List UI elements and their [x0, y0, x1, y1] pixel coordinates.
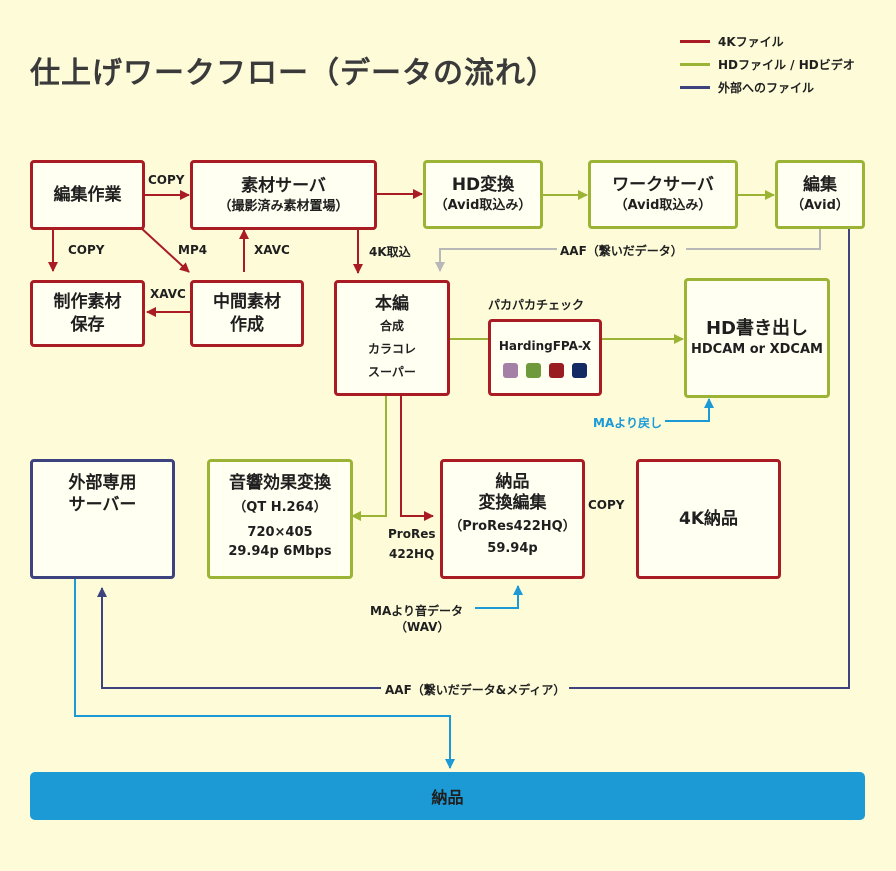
- node-4k-delivery[interactable]: 4K納品: [636, 459, 781, 579]
- node-sub: （Avid）: [791, 198, 849, 214]
- arrow-edit-to-intermediate: [139, 226, 190, 273]
- edge-label-copy: COPY: [588, 498, 625, 512]
- node-label: 納品 変換編集: [478, 472, 547, 514]
- node-item: スーパー: [368, 364, 416, 379]
- node-sub: （Avid取込み）: [614, 198, 712, 214]
- legend-item-4k: 4Kファイル: [680, 30, 855, 53]
- node-intermediate[interactable]: 中間素材 作成: [190, 280, 304, 347]
- node-production-storage[interactable]: 制作素材 保存: [30, 280, 145, 347]
- edge-label-aaf-media: AAF（繋いだデータ&メディア）: [381, 681, 570, 698]
- node-sub: （QT H.264）: [233, 500, 327, 516]
- legend: 4Kファイル HDファイル / HDビデオ 外部へのファイル: [680, 30, 855, 99]
- edge-label-prores: ProRes: [388, 527, 436, 541]
- arrow-honpen-to-audio: [351, 396, 387, 521]
- node-label: HardingFPA-X: [498, 339, 592, 353]
- swatch-green: [526, 363, 541, 378]
- node-label: HD変換: [451, 175, 515, 195]
- node-label: 素材サーバ: [241, 175, 326, 196]
- node-label: 4K納品: [678, 508, 738, 529]
- edge-label-copy: COPY: [68, 243, 105, 257]
- node-sub: （ProRes422HQ）: [449, 518, 576, 534]
- edge-label-wav: （WAV）: [395, 620, 450, 634]
- page-title: 仕上げワークフロー（データの流れ）: [30, 56, 557, 91]
- swatch-red: [549, 363, 564, 378]
- node-edit-work[interactable]: 編集作業: [30, 160, 145, 230]
- node-audio-convert[interactable]: 音響効果変換 （QT H.264） 720×405 29.94p 6Mbps: [207, 459, 353, 579]
- edge-label-ma-return: MAより戻し: [593, 416, 662, 430]
- node-sub: HDCAM or XDCAM: [691, 342, 823, 358]
- node-work-server[interactable]: ワークサーバ （Avid取込み）: [588, 160, 738, 229]
- edge-label-prores-hq: 422HQ: [389, 547, 435, 561]
- node-label: 外部専用 サーバー: [68, 473, 137, 516]
- node-label: 編集作業: [53, 184, 122, 205]
- node-external-server[interactable]: 外部専用 サーバー: [30, 459, 175, 579]
- node-sub: （撮影済み素材置場）: [218, 198, 349, 214]
- edge-label-ma-audio: MAより音データ: [370, 604, 463, 618]
- node-item: 合成: [379, 319, 404, 334]
- node-item: カラコレ: [367, 341, 416, 356]
- arrow-ma-audio: [475, 585, 523, 609]
- legend-label: 外部へのファイル: [718, 81, 815, 95]
- edge-label-aaf: AAF（繋いだデータ）: [557, 242, 686, 259]
- legend-label: 4Kファイル: [718, 35, 784, 49]
- node-sub: （Avid取込み）: [434, 198, 532, 214]
- node-spec: 59.94p: [487, 541, 538, 557]
- node-hd-export[interactable]: HD書き出し HDCAM or XDCAM: [684, 278, 830, 398]
- node-label: 本編: [375, 294, 409, 314]
- node-label: HD書き出し: [705, 317, 808, 339]
- legend-line-green: [680, 63, 710, 66]
- harding-title: パカパカチェック: [488, 298, 585, 312]
- node-spec: 720×405: [247, 524, 313, 540]
- node-label: 納品: [431, 788, 464, 807]
- edge-label-xavc: XAVC: [254, 243, 290, 257]
- swatch-navy: [572, 363, 587, 378]
- node-label: ワークサーバ: [612, 175, 714, 195]
- node-honpen[interactable]: 本編 合成 カラコレ スーパー: [334, 280, 450, 396]
- edge-label-xavc: XAVC: [150, 287, 186, 301]
- node-harding[interactable]: HardingFPA-X: [488, 319, 602, 396]
- node-label: 編集: [803, 175, 837, 195]
- edge-label-4k-import: 4K取込: [369, 245, 411, 259]
- legend-label: HDファイル / HDビデオ: [718, 58, 855, 72]
- node-edit-avid[interactable]: 編集 （Avid）: [775, 160, 865, 229]
- node-material-server[interactable]: 素材サーバ （撮影済み素材置場）: [190, 160, 377, 230]
- node-delivery-edit[interactable]: 納品 変換編集 （ProRes422HQ） 59.94p: [440, 459, 585, 579]
- swatch-purple: [503, 363, 518, 378]
- arrow-honpen-to-delivery: [400, 396, 434, 521]
- legend-item-external: 外部へのファイル: [680, 76, 855, 99]
- node-label: 中間素材 作成: [213, 292, 281, 335]
- legend-line-red: [680, 40, 710, 43]
- node-spec: 29.94p 6Mbps: [228, 543, 332, 559]
- edge-label-copy: COPY: [148, 173, 185, 187]
- swatch-row: [491, 363, 599, 378]
- legend-item-hd: HDファイル / HDビデオ: [680, 53, 855, 76]
- node-label: 音響効果変換: [229, 473, 331, 493]
- node-final-delivery[interactable]: 納品: [30, 772, 865, 820]
- node-label: 制作素材 保存: [53, 292, 122, 335]
- legend-line-navy: [680, 86, 710, 89]
- arrow-external-to-delivery: [74, 579, 455, 769]
- arrow-ma-return: [665, 398, 714, 422]
- node-hd-convert[interactable]: HD変換 （Avid取込み）: [423, 160, 543, 229]
- edge-label-mp4: MP4: [178, 243, 208, 257]
